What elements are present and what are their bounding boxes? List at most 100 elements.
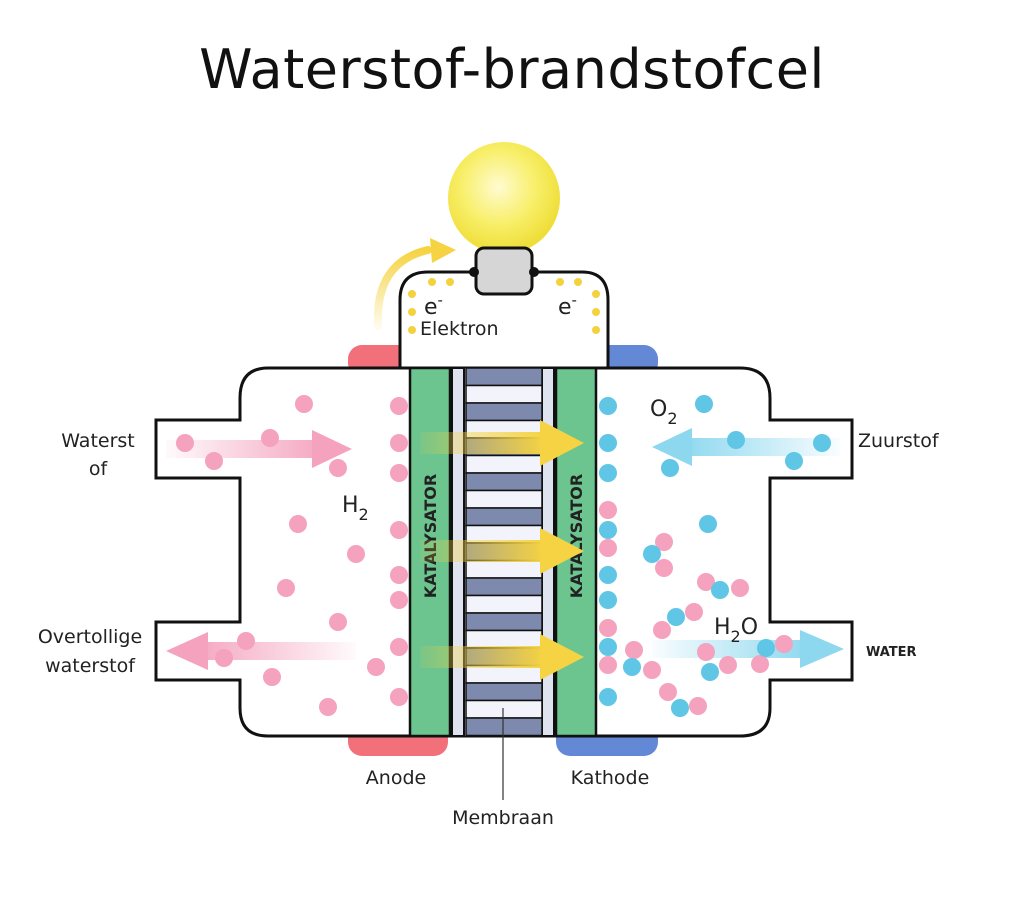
excess-hydrogen-label-line2: waterstof xyxy=(45,655,136,677)
oxygen-particle xyxy=(599,566,617,584)
electron-symbol-left: e- xyxy=(424,291,443,320)
hydrogen-particle xyxy=(367,658,385,676)
hydrogen-particle xyxy=(390,688,408,706)
hydrogen-particle xyxy=(685,603,703,621)
hydrogen-in-label-line1: Waterst xyxy=(61,430,135,452)
o2-label: O2 xyxy=(650,397,678,428)
hydrogen-particle xyxy=(347,545,365,563)
oxygen-particle xyxy=(599,397,617,415)
hydrogen-particle xyxy=(655,533,673,551)
h2o-label: H2O xyxy=(714,615,758,646)
hydrogen-particle xyxy=(390,464,408,482)
hydrogen-particle xyxy=(329,459,347,477)
hydrogen-particle xyxy=(697,573,715,591)
hydrogen-particle xyxy=(319,698,337,716)
membrane-stripe xyxy=(465,384,543,404)
h2-base: H xyxy=(342,493,359,518)
hydrogen-inflow-arrow xyxy=(166,430,352,468)
anode-catalyst-label: KATALYSATOR xyxy=(421,474,440,598)
oxygen-particle xyxy=(671,699,689,717)
cathode-catalyst-label: KATALYSATOR xyxy=(567,474,586,598)
hydrogen-particle xyxy=(263,668,281,686)
hydrogen-particle xyxy=(689,697,707,715)
hydrogen-particle xyxy=(653,621,671,639)
oxygen-in-label: Zuurstof xyxy=(858,430,940,452)
h2o-base: H xyxy=(714,615,731,640)
hydrogen-particle xyxy=(751,655,769,673)
proton-arrow-top xyxy=(420,420,584,466)
membrane-stripe xyxy=(465,489,543,509)
membrane-stripe xyxy=(465,717,543,737)
hydrogen-particle xyxy=(390,521,408,539)
hydrogen-particle xyxy=(659,683,677,701)
electron-symbol-left-base: e xyxy=(424,295,438,320)
oxygen-particle xyxy=(695,395,713,413)
electron-symbol-right-base: e xyxy=(558,295,572,320)
hydrogen-particle xyxy=(719,656,737,674)
diagram-title: Waterstof-brandstofcel xyxy=(199,38,825,101)
oxygen-particle xyxy=(643,545,661,563)
h2-label: H2 xyxy=(342,493,369,524)
hydrogen-particle xyxy=(697,643,715,661)
electron-flow-arrow xyxy=(373,238,456,330)
membrane-stripe xyxy=(465,612,543,632)
hydrogen-particle xyxy=(390,397,408,415)
o2-base: O xyxy=(650,397,667,422)
excess-hydrogen-label-line1: Overtollige xyxy=(38,626,142,648)
hydrogen-particle xyxy=(277,579,295,597)
oxygen-particle xyxy=(661,459,679,477)
hydrogen-particle xyxy=(731,579,749,597)
proton-arrow-middle xyxy=(420,528,584,574)
hydrogen-particle xyxy=(390,638,408,656)
hydrogen-particle xyxy=(261,429,279,447)
hydrogen-particle xyxy=(599,656,617,674)
hydrogen-particle xyxy=(205,452,223,470)
oxygen-particle xyxy=(599,638,617,656)
membrane-stripe xyxy=(465,699,543,719)
proton-arrow-bottom xyxy=(420,634,584,680)
hydrogen-particle xyxy=(215,649,233,667)
cathode-label: Kathode xyxy=(571,767,650,789)
oxygen-particle xyxy=(813,434,831,452)
oxygen-particle xyxy=(623,658,641,676)
membrane-stripe xyxy=(465,559,543,579)
oxygen-particle xyxy=(599,688,617,706)
oxygen-particle xyxy=(599,464,617,482)
hydrogen-particle xyxy=(390,591,408,609)
electron-symbol-right-sup: - xyxy=(572,291,577,309)
hydrogen-in-label-line2: of xyxy=(89,458,109,480)
hydrogen-particle xyxy=(390,566,408,584)
oxygen-particle xyxy=(757,639,775,657)
membrane-stripe xyxy=(465,454,543,474)
hydrogen-particle xyxy=(329,613,347,631)
water-out-label: WATER xyxy=(866,645,917,660)
hydrogen-particle xyxy=(237,632,255,650)
anode-label: Anode xyxy=(366,767,426,789)
membrane-stripe xyxy=(465,577,543,597)
hydrogen-particle xyxy=(775,635,793,653)
hydrogen-particle xyxy=(655,559,673,577)
hydrogen-particle xyxy=(176,434,194,452)
oxygen-particle xyxy=(727,431,745,449)
oxygen-particle xyxy=(699,515,717,533)
hydrogen-particle xyxy=(643,661,661,679)
oxygen-particle xyxy=(701,663,719,681)
oxygen-particles xyxy=(599,395,831,717)
oxygen-particle xyxy=(711,581,729,599)
electron-dots-right xyxy=(556,278,600,334)
membrane-stripe xyxy=(465,682,543,702)
membrane-stripe xyxy=(465,594,543,614)
membrane-label: Membraan xyxy=(452,807,554,829)
electron-label: Elektron xyxy=(420,318,499,340)
h2o-tail: O xyxy=(741,615,758,640)
membrane-stripe xyxy=(465,367,543,387)
h2o-sub: 2 xyxy=(731,627,741,646)
electron-symbol-left-sup: - xyxy=(438,291,443,309)
membrane-stripe xyxy=(465,507,543,527)
electron-symbol-right: e- xyxy=(558,291,577,320)
hydrogen-particle xyxy=(599,539,617,557)
hydrogen-particle xyxy=(599,619,617,637)
membrane-stripe xyxy=(465,664,543,684)
oxygen-particle xyxy=(667,608,685,626)
